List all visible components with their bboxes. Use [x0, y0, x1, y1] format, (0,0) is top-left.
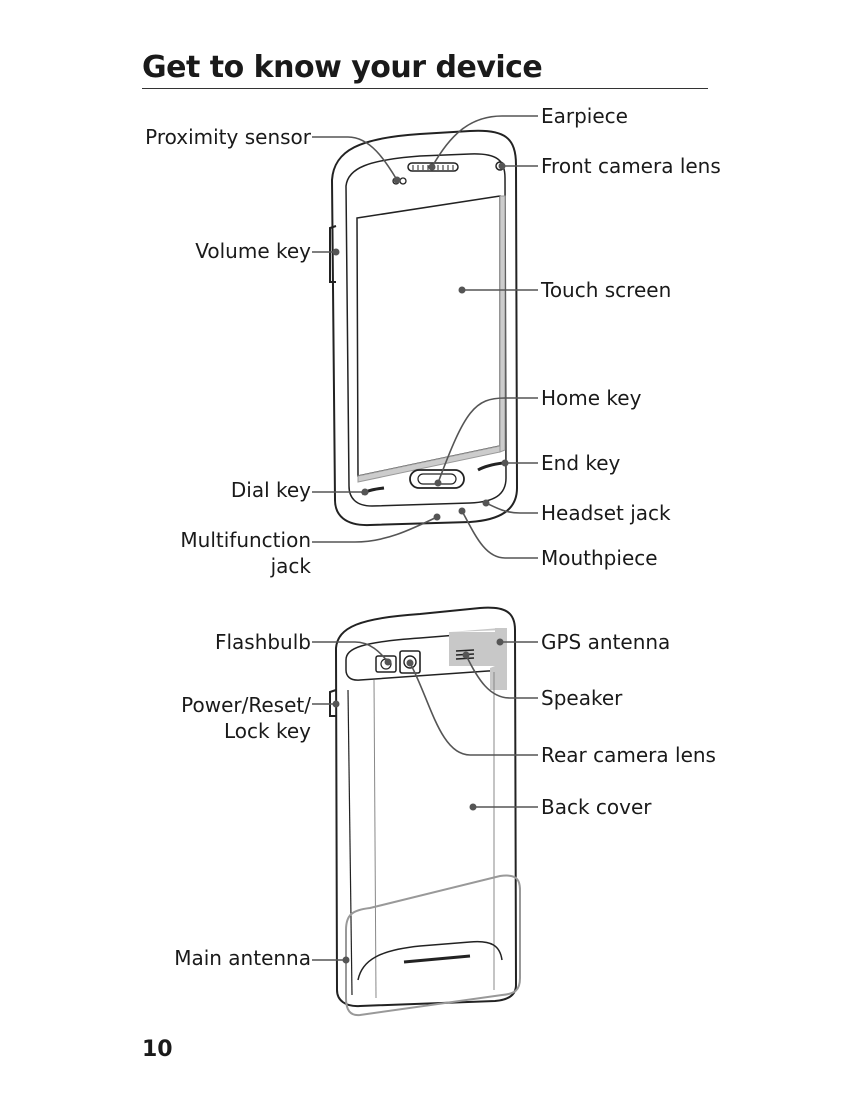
- label-proximity-sensor: Proximity sensor: [145, 125, 311, 149]
- label-flashbulb: Flashbulb: [214, 630, 311, 654]
- home-key: [409, 469, 465, 489]
- label-main-antenna: Main antenna: [174, 946, 311, 970]
- label-touch-screen: Touch screen: [541, 278, 672, 302]
- back-leaders: [312, 641, 538, 961]
- back-cover-edge-left: [347, 689, 353, 996]
- bottom-ridge: [357, 940, 503, 981]
- label-volume-key: Volume key: [195, 239, 311, 263]
- label-multifunction-jack-line1: Multifunction: [180, 528, 311, 552]
- gps-antenna-area: [450, 628, 505, 690]
- label-dial-key: Dial key: [230, 478, 311, 502]
- back-body-outline: [334, 606, 518, 1008]
- label-earpiece: Earpiece: [541, 104, 628, 128]
- label-back-cover: Back cover: [541, 795, 652, 819]
- volume-key: [329, 225, 337, 283]
- speaker-grille: [455, 649, 475, 652]
- earpiece-grille: [407, 162, 459, 172]
- back-phone: [329, 606, 518, 1008]
- screen-side-shadow: [499, 195, 506, 453]
- label-front-camera-lens: Front camera lens: [541, 154, 721, 178]
- page-number: 10: [142, 1037, 173, 1062]
- label-multifunction-jack-line2: jack: [270, 554, 311, 578]
- label-home-key: Home key: [541, 386, 642, 410]
- label-power-key-line2: Lock key: [224, 719, 311, 743]
- main-antenna-outline: [345, 874, 521, 1017]
- end-key: [477, 461, 504, 472]
- front-phone: [329, 129, 519, 527]
- front-leader-dots: [332, 162, 509, 521]
- back-leader-dots: [332, 638, 504, 964]
- bottom-slot: [403, 954, 471, 964]
- title-rule: [142, 88, 708, 89]
- front-bezel: [345, 153, 507, 507]
- label-speaker: Speaker: [541, 686, 623, 710]
- front-body-outline: [330, 129, 519, 527]
- label-gps-antenna: GPS antenna: [541, 630, 671, 654]
- front-leaders: [312, 115, 538, 559]
- label-mouthpiece: Mouthpiece: [541, 546, 658, 570]
- label-power-key-line1: Power/Reset/: [181, 693, 311, 717]
- label-headset-jack: Headset jack: [541, 501, 671, 525]
- label-rear-camera-lens: Rear camera lens: [541, 743, 716, 767]
- label-end-key: End key: [541, 451, 621, 475]
- page-title: Get to know your device: [142, 50, 543, 85]
